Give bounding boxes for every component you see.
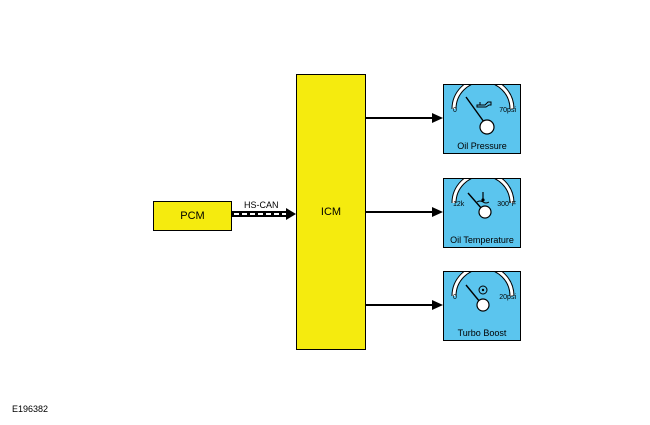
turbo-boost-gauge: 0 20psi Turbo Boost xyxy=(443,271,521,341)
gauge-min-label: 0 xyxy=(453,107,457,114)
oil-pressure-label: Oil Pressure xyxy=(457,141,507,151)
oil-can-icon xyxy=(476,101,492,108)
figure-id: E196382 xyxy=(12,404,49,414)
gauge-dial xyxy=(451,272,515,312)
icm-to-turbo-boost-arrow xyxy=(366,300,443,310)
icm-to-oil-pressure-arrow xyxy=(366,113,443,123)
turbo-icon xyxy=(478,285,488,295)
gauge-needle xyxy=(467,192,492,219)
pcm-module: PCM xyxy=(153,201,232,231)
gauge-min-label: 12k xyxy=(453,201,465,208)
oil-temperature-gauge: 12k 300°F Oil Temperature xyxy=(443,178,521,248)
oil-pressure-gauge: 0 70psi Oil Pressure xyxy=(443,84,521,154)
gauge-max-label: 20psi xyxy=(499,294,516,301)
gauge-dial xyxy=(451,179,515,219)
oil-temperature-label: Oil Temperature xyxy=(450,235,514,245)
icm-to-oil-temperature-arrow xyxy=(366,207,443,217)
gauge-needle xyxy=(465,284,490,312)
turbo-boost-label: Turbo Boost xyxy=(457,328,507,338)
gauge-min-label: 0 xyxy=(453,294,457,301)
pcm-label: PCM xyxy=(180,210,205,222)
thermometer-icon xyxy=(476,192,490,204)
gauge-max-label: 70psi xyxy=(499,107,516,114)
icm-label: ICM xyxy=(320,206,342,218)
gauge-needle xyxy=(465,96,495,135)
gauge-max-label: 300°F xyxy=(497,201,516,208)
icm-module: ICM xyxy=(296,74,366,350)
gauge-dial xyxy=(451,85,515,135)
hs-can-bus-line xyxy=(232,208,296,220)
hs-can-label: HS-CAN xyxy=(244,200,279,210)
